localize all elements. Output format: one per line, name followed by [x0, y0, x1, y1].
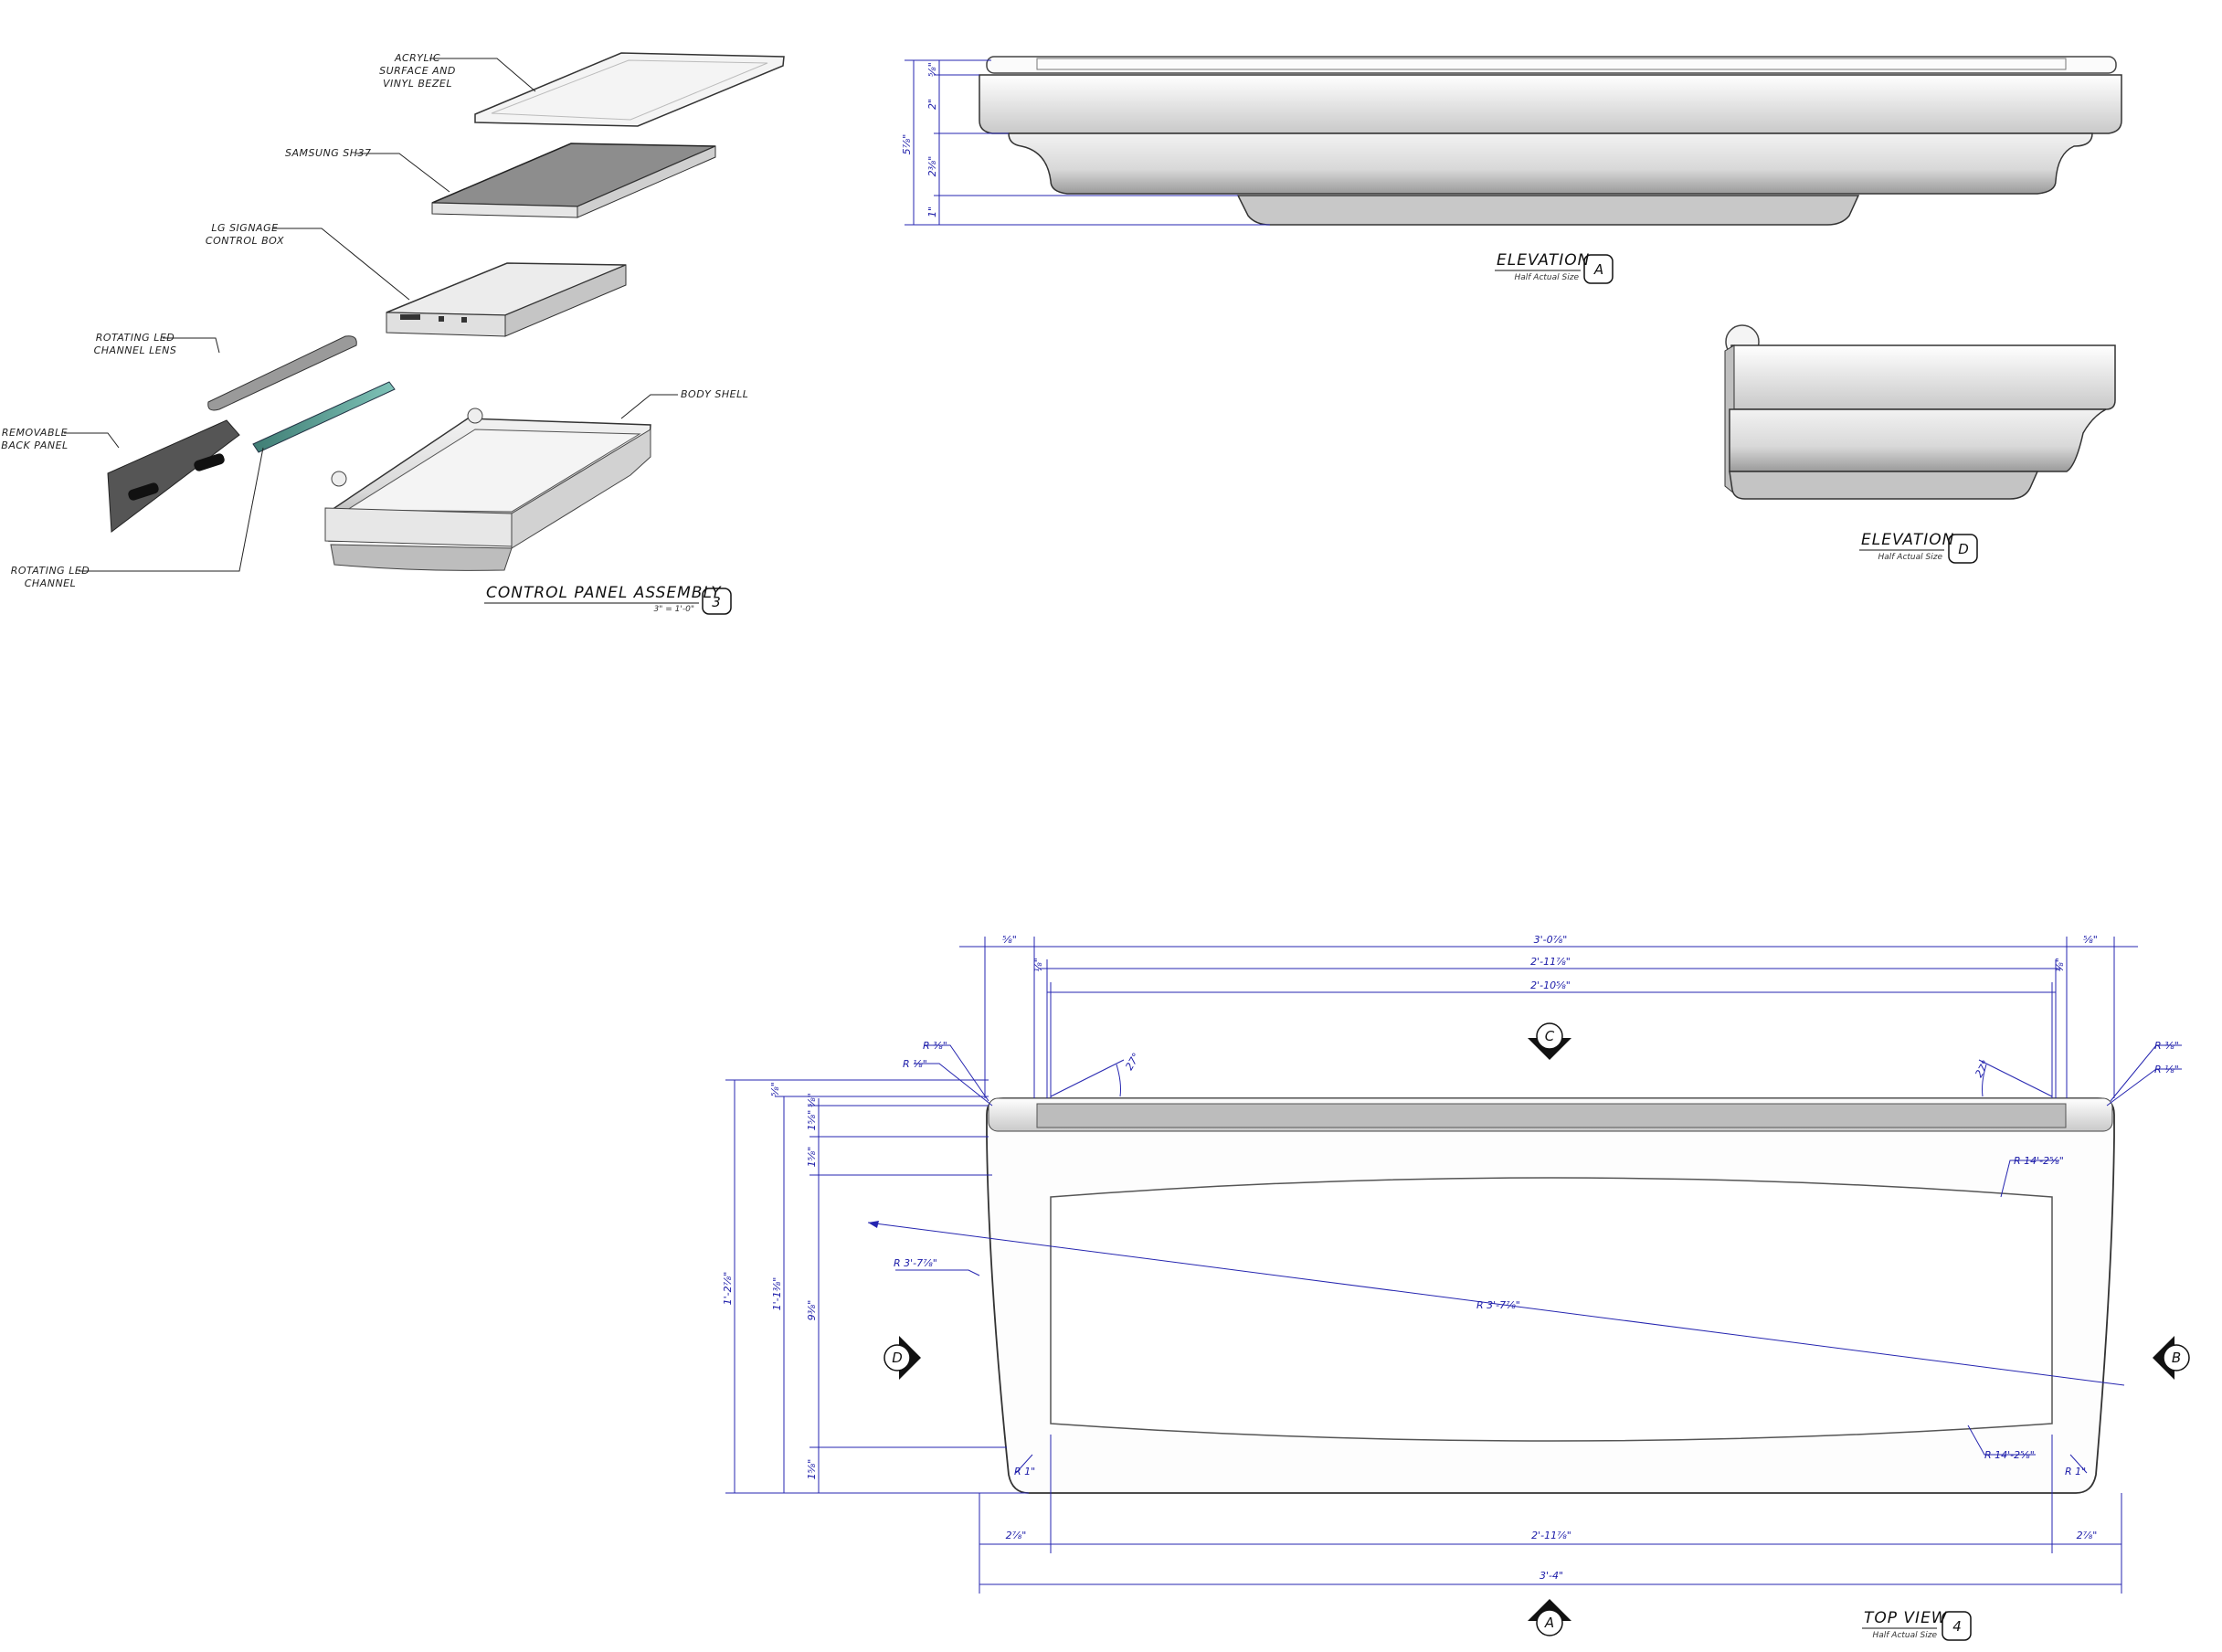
assembly-scale: 3" = 1'-0"	[654, 605, 694, 614]
dim-v-a: ⅝"	[769, 1082, 781, 1096]
dim-v-b: ⅝"	[806, 1093, 818, 1107]
assembly-tag: 3	[712, 594, 721, 610]
elev-d-title: ELEVATION	[1861, 531, 1954, 549]
top-view-tag: 4	[1952, 1618, 1962, 1635]
dim-ang-right: 27°	[1973, 1058, 1992, 1079]
dim-bot-overall: 3'-4"	[1540, 1570, 1563, 1582]
dim-bot-left: 2⅞"	[1006, 1530, 1027, 1541]
section-marker-a: A	[1528, 1599, 1571, 1636]
acrylic-label-line-2: SURFACE AND	[379, 65, 456, 77]
elev-d-tag: D	[1958, 541, 1969, 557]
dim-bot-right: 2⅞"	[2077, 1530, 2098, 1541]
led-channel-lens-part	[207, 335, 357, 411]
top-view-title: TOP VIEW	[1864, 1609, 1948, 1627]
dim-ang-left: 27°	[1123, 1051, 1142, 1072]
section-marker-c: C	[1528, 1022, 1571, 1060]
dim-v-e: 9⅜"	[806, 1300, 818, 1321]
back-panel-label-line-1: REMOVABLE	[2, 427, 68, 439]
body-shell-part	[324, 408, 651, 571]
dim-top-right: ⅝"	[2083, 934, 2098, 946]
top-dimensions: ⅝" 3'-0⅞" ⅝" 2'-11⅞" 2'-10⅝" ⅛" ⅛"	[959, 934, 2138, 1098]
dim-small-right: ⅛"	[2054, 958, 2066, 972]
acrylic-surface-part	[474, 52, 785, 127]
elev-a-subtitle: Half Actual Size	[1514, 273, 1579, 282]
dim-r-br: R 1"	[2065, 1466, 2086, 1477]
dim-r-tl-1: R ⅜"	[923, 1040, 947, 1052]
dim-r-upper: R 14'-2⅝"	[2014, 1155, 2064, 1167]
dim-r-bl: R 1"	[1014, 1466, 1035, 1477]
back-panel-label-line-2: BACK PANEL	[1, 439, 68, 451]
dim-v-d: 1⅝"	[806, 1147, 818, 1168]
lg-label-line-1: LG SIGNAGE	[211, 222, 278, 234]
marker-c-letter: C	[1545, 1028, 1555, 1044]
samsung-display-part	[431, 143, 716, 218]
dim-v-c: 1⅝"	[806, 1110, 818, 1131]
top-view-tag-box	[1942, 1611, 1972, 1641]
led-channel-part	[252, 381, 396, 453]
elev-a-tag: A	[1593, 261, 1603, 278]
acrylic-label: ACRYLIC SURFACE AND VINYL BEZEL	[379, 52, 456, 90]
assembly-title: CONTROL PANEL ASSEMBLY	[486, 584, 722, 602]
section-marker-d: D	[884, 1336, 921, 1380]
dim-r-tr-2: R ⅛"	[2154, 1064, 2179, 1075]
section-marker-b: B	[2153, 1336, 2190, 1380]
dim-bot-mid: 2'-11⅞"	[1531, 1530, 1571, 1541]
dim-top-overall: 3'-0⅞"	[1534, 934, 1568, 946]
dim-top-left: ⅝"	[1002, 934, 1017, 946]
elevation-d-view: ELEVATION Half Actual Size D	[1724, 324, 2116, 564]
bottom-dimensions: 2⅞" 2'-11⅞" 2⅞" 3'-4"	[979, 1435, 2122, 1594]
dim-v-second: 1'-1⅜"	[771, 1277, 783, 1311]
dim-small-left: ⅛"	[1032, 958, 1044, 972]
dim-r-tl-2: R ⅛"	[903, 1058, 927, 1070]
dim-r-lower: R 14'-2⅝"	[1984, 1449, 2035, 1461]
elev-d-subtitle: Half Actual Size	[1878, 553, 1942, 562]
acrylic-label-line-3: VINYL BEZEL	[383, 78, 452, 90]
channel-label-line-2: CHANNEL	[25, 577, 77, 589]
elev-a-dim-2: 2"	[926, 99, 938, 110]
elev-a-title: ELEVATION	[1497, 251, 1590, 270]
dim-v-f: 1⅝"	[806, 1459, 818, 1480]
dim-r-tr-1: R ⅜"	[2154, 1040, 2179, 1052]
back-panel-part	[107, 419, 240, 533]
elev-a-dim-4: 1"	[926, 206, 938, 217]
elev-a-dim-5: 5⅞"	[901, 134, 913, 155]
marker-a-letter: A	[1544, 1615, 1554, 1631]
marker-d-letter: D	[892, 1350, 903, 1366]
elevation-a-view: ⅝" 2" 2⅜" 1" 5⅞" ELEVATION Half Actual S…	[901, 56, 2122, 284]
top-view: ⅝" 3'-0⅞" ⅝" 2'-11⅞" 2'-10⅝" ⅛" ⅛" R ⅜" …	[722, 934, 2190, 1641]
acrylic-label-line-1: ACRYLIC	[394, 52, 440, 64]
assembly-view: ACRYLIC SURFACE AND VINYL BEZEL SAMSUNG …	[1, 52, 785, 615]
lens-label-line-1: ROTATING LED	[96, 332, 175, 344]
elev-a-dim-3: 2⅜"	[926, 156, 938, 177]
marker-b-letter: B	[2172, 1350, 2181, 1366]
dim-r-diag: R 3'-7⅞"	[1476, 1299, 1520, 1311]
assembly-tag-box	[702, 588, 732, 615]
top-view-subtitle: Half Actual Size	[1872, 1631, 1937, 1640]
dim-v-overall: 1'-2⅞"	[722, 1272, 734, 1306]
dim-r-left: R 3'-7⅞"	[894, 1257, 937, 1269]
dim-top-third: 2'-10⅝"	[1530, 980, 1571, 991]
lens-label-line-2: CHANNEL LENS	[94, 344, 177, 356]
lg-label-line-2: CONTROL BOX	[206, 235, 284, 247]
channel-label-line-1: ROTATING LED	[11, 565, 90, 577]
elev-a-dim-1: ⅝"	[926, 62, 938, 77]
dim-top-second: 2'-11⅞"	[1530, 956, 1571, 968]
lg-control-box-part	[386, 262, 627, 337]
vertical-dimensions: 1'-2⅞" 1'-1⅜" ⅝" ⅝" 1⅝" 1⅝" 9⅜" 1⅝"	[722, 1079, 1029, 1494]
elev-d-tag-box	[1948, 534, 1978, 564]
samsung-label: SAMSUNG SH37	[285, 147, 372, 159]
body-shell-label: BODY SHELL	[681, 388, 748, 400]
elev-a-tag-box	[1583, 254, 1614, 284]
